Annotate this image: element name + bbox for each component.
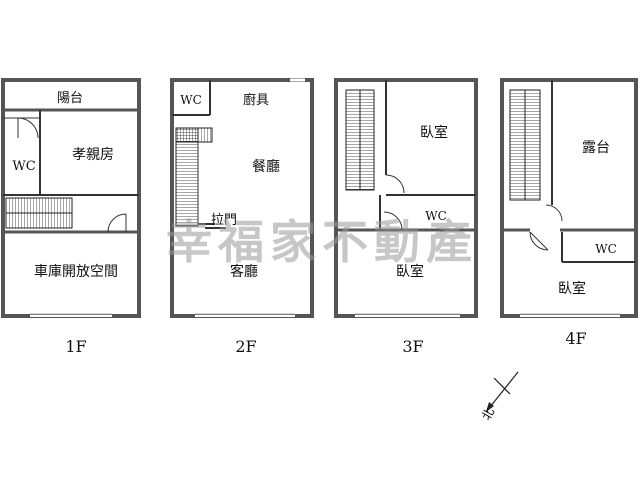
floor-1f-wc-label: WC [12,159,35,174]
north-compass: 北 [479,371,519,423]
floor-3f [334,78,478,318]
floor-1f [1,78,141,318]
watermark: 幸福家不動產 [166,215,478,269]
compass-north-label: 北 [479,405,497,422]
floor-1f-balcony-label: 陽台 [57,91,83,106]
floor-3f-level-label: 3F [402,337,423,356]
floor-2f-living-label: 客廳 [230,263,258,280]
floor-2f-stairs [175,127,199,227]
floor-1f-parents-room-label: 孝親房 [72,147,114,163]
floor-4f-terrace-label: 露台 [582,140,610,156]
floor-4f-level-label: 4F [565,329,586,348]
floor-3f-wc-label: WC [425,209,447,223]
floor-4f-bedroom-label: 臥室 [558,280,586,297]
floor-2f-kitchen-label: 廚具 [243,92,269,108]
floor-2f-wc-label: WC [180,93,202,107]
floor-1f-level-label: 1F [65,337,86,356]
floor-2f-sliding-door-label: 拉門 [211,213,237,228]
floor-4f-wc-label: WC [595,242,617,256]
floor-2f [170,78,314,318]
floor-3f-bedroom-front-label: 臥室 [396,263,424,280]
floor-3f-bedroom-back-label: 臥室 [420,124,448,141]
floor-1f-garage-label: 車庫開放空間 [34,263,118,280]
floor-4f [500,78,638,318]
floor-2f-dining-label: 餐廳 [252,158,280,175]
floor-2f-level-label: 2F [235,337,256,356]
